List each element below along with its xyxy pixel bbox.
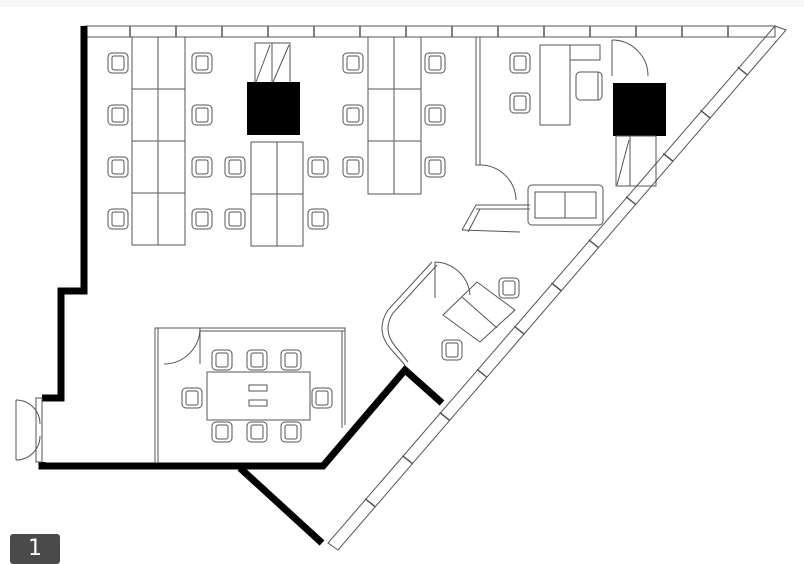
chair-seat [195,159,209,175]
chair-seat [513,95,527,111]
chair-seat [513,55,527,71]
chair-seat [111,55,125,71]
top-window-strip [84,25,776,38]
window-mullion [588,239,600,249]
window-mullion [737,66,749,76]
chair-seat [250,424,264,440]
chair-seat [111,107,125,123]
window-mullion [551,282,562,292]
window-mullion [402,455,413,465]
chair-seat [346,55,360,71]
chair-seat [445,342,459,358]
core-shaft-2 [613,83,666,187]
chair-seat [215,424,229,440]
chair-seat [185,390,199,406]
exterior-walls [38,26,445,546]
chair-seat [428,55,442,71]
floor-number-badge: 1 [10,534,60,564]
top-band [0,0,804,7]
chair-seat [502,280,516,296]
chair-seat [215,352,229,368]
window-mullion [364,498,376,508]
diagonal-window-strip [327,25,787,551]
chair-seat [228,159,242,175]
chair-seat [228,211,242,227]
window-mullion [439,411,451,422]
chair-seat [111,159,125,175]
chair-seat [428,159,442,175]
window-mullion [476,368,488,378]
window-mullion [625,196,637,206]
chair-seat [250,352,264,368]
core-shaft [247,42,300,135]
meeting-room [154,327,346,463]
window-mullion [662,152,674,163]
chair-seat [111,211,125,227]
chair-seat [195,55,209,71]
chair-seat [284,352,298,368]
window-mullion [513,325,525,335]
private-office [461,36,649,233]
chair-seat [346,107,360,123]
lower-area [381,261,516,366]
chair-seat [428,107,442,123]
chair-seat [195,107,209,123]
chair-seat [284,424,298,440]
window-mullion [700,109,711,119]
chair-seat [346,159,360,175]
workstations [131,36,422,247]
chair-seat [315,390,329,406]
chair-seat [311,211,325,227]
entry-double-door[interactable] [15,397,43,463]
chair-seat [311,159,325,175]
chair-seat [195,211,209,227]
